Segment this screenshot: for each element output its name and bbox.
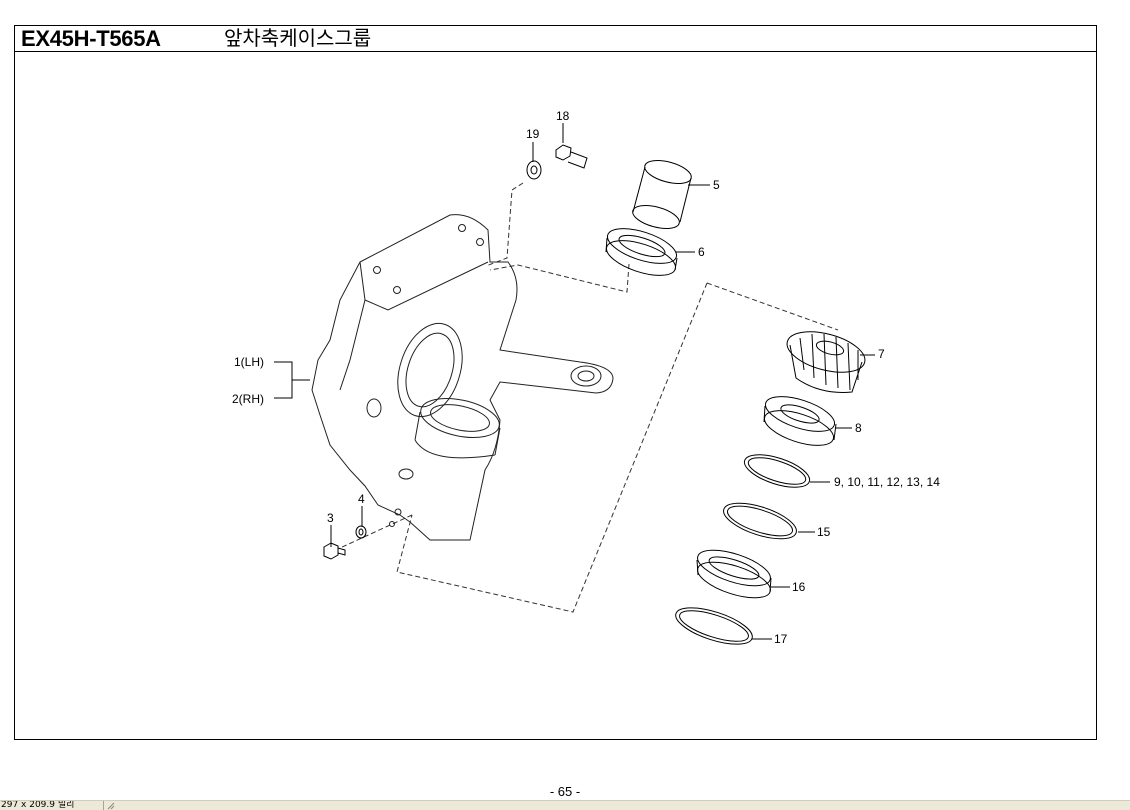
model-code: EX45H-T565A xyxy=(21,26,161,51)
callout-18: 18 xyxy=(556,109,570,123)
callout-9-14: 9, 10, 11, 12, 13, 14 xyxy=(834,475,940,489)
callout-3: 3 xyxy=(327,511,334,525)
callout-6: 6 xyxy=(698,245,705,259)
callout-19: 19 xyxy=(526,127,540,141)
callout-16: 16 xyxy=(792,580,806,594)
part-3-plug xyxy=(323,542,346,560)
callout-8: 8 xyxy=(855,421,862,435)
callout-2: 2(RH) xyxy=(232,392,264,406)
part-17-snap-ring xyxy=(675,607,753,645)
callout-17: 17 xyxy=(774,632,788,646)
part-18-bolt xyxy=(555,144,588,169)
callout-1: 1(LH) xyxy=(234,355,264,369)
part-9-14-shims xyxy=(743,454,811,488)
part-7-bevel-gear xyxy=(786,331,866,393)
page-size-readout: 297 x 209.9 밀리 xyxy=(0,801,104,810)
callout-15: 15 xyxy=(817,525,831,539)
callout-5: 5 xyxy=(713,178,720,192)
assembly-guide-lines xyxy=(339,182,839,613)
callout-7: 7 xyxy=(878,347,885,361)
part-6-bearing xyxy=(605,228,678,276)
callout-4: 4 xyxy=(358,492,365,506)
axle-case-housing xyxy=(311,214,614,541)
diagram-frame: EX45H-T565A 앞차축케이스그룹 xyxy=(14,25,1097,740)
group-name: 앞차축케이스그룹 xyxy=(224,26,372,50)
part-15-snap-ring xyxy=(723,502,797,540)
status-bar: 297 x 209.9 밀리 xyxy=(0,800,1130,810)
part-5-bushing xyxy=(632,160,692,229)
part-4-washer xyxy=(355,525,367,539)
part-16-seal xyxy=(696,549,772,599)
part-8-bearing xyxy=(763,396,837,446)
page-number: - 65 - xyxy=(549,784,581,799)
leader-lines xyxy=(274,123,875,640)
part-19-washer xyxy=(526,160,542,180)
title-bar: EX45H-T565A 앞차축케이스그룹 xyxy=(15,26,1096,52)
